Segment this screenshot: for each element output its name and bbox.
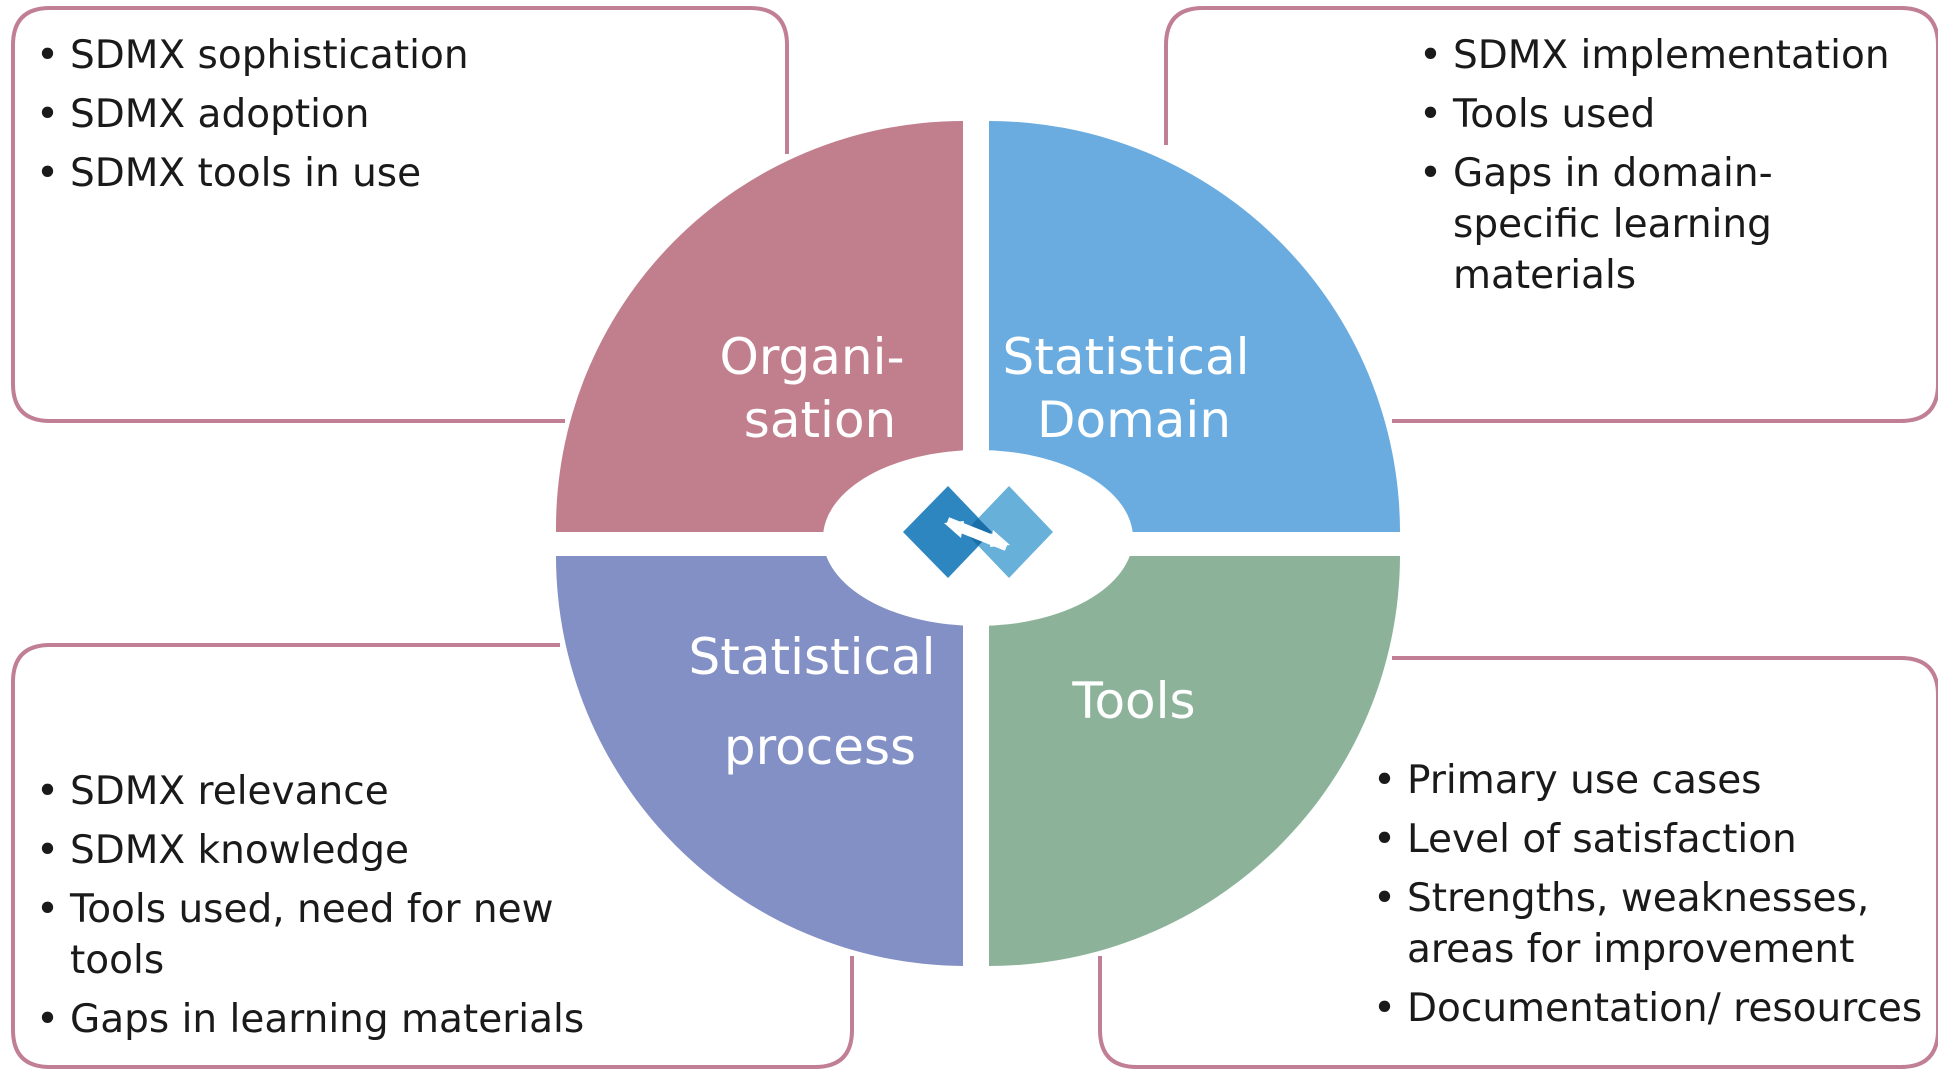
list-item: Documentation/ resources xyxy=(1373,983,1923,1034)
box-bottom-right-outline xyxy=(1098,656,1938,1069)
quadrant-statistical-process xyxy=(556,556,963,966)
box-top-right-list: SDMX implementation Tools used Gaps in d… xyxy=(1419,30,1919,309)
box-top-left-list: SDMX sophistication SDMX adoption SDMX t… xyxy=(36,30,556,207)
list-item: Strengths, weaknesses, areas for improve… xyxy=(1373,873,1923,975)
box-bottom-left-list: SDMX relevance SDMX knowledge Tools used… xyxy=(36,766,596,1053)
list-item: Level of satisfaction xyxy=(1373,814,1923,865)
quadrant-label-line: sation xyxy=(744,391,896,449)
sdmx-logo-icon xyxy=(903,486,1053,578)
quadrant-label-line: Statistical xyxy=(689,628,936,686)
quadrant-label-line: Domain xyxy=(1037,391,1231,449)
list-item: SDMX relevance xyxy=(36,766,596,817)
list-item: SDMX sophistication xyxy=(36,30,556,81)
quadrant-label-line: process xyxy=(724,718,916,776)
box-top-left-outline xyxy=(11,6,789,423)
quadrant-label-line: Organi- xyxy=(720,328,905,386)
list-item: Tools used xyxy=(1419,89,1919,140)
list-item: SDMX tools in use xyxy=(36,148,556,199)
list-item: Gaps in domain-specific learning materia… xyxy=(1419,148,1919,301)
quadrant-tools xyxy=(989,556,1400,966)
quadrant-label-line: Tools xyxy=(1071,672,1195,730)
quadrant-organisation xyxy=(555,121,963,532)
list-item: SDMX implementation xyxy=(1419,30,1919,81)
quadrant-label-line: Statistical xyxy=(1003,328,1250,386)
quadrant-label-statistical-domain: Statistical Domain xyxy=(1003,328,1266,449)
box-bottom-right-list: Primary use cases Level of satisfaction … xyxy=(1373,755,1923,1042)
list-item: SDMX knowledge xyxy=(36,825,596,876)
quadrant-statistical-domain xyxy=(989,121,1400,532)
list-item: SDMX adoption xyxy=(36,89,556,140)
list-item: Tools used, need for new tools xyxy=(36,884,596,986)
box-bottom-left-outline xyxy=(11,643,854,1069)
quadrant-label-statistical-process: Statistical process xyxy=(689,628,952,776)
list-item: Primary use cases xyxy=(1373,755,1923,806)
box-top-right-outline xyxy=(1164,6,1938,423)
quadrant-label-organisation: Organi- sation xyxy=(720,328,921,449)
quadrant-label-tools: Tools xyxy=(1071,672,1195,730)
list-item: Gaps in learning materials xyxy=(36,994,596,1045)
